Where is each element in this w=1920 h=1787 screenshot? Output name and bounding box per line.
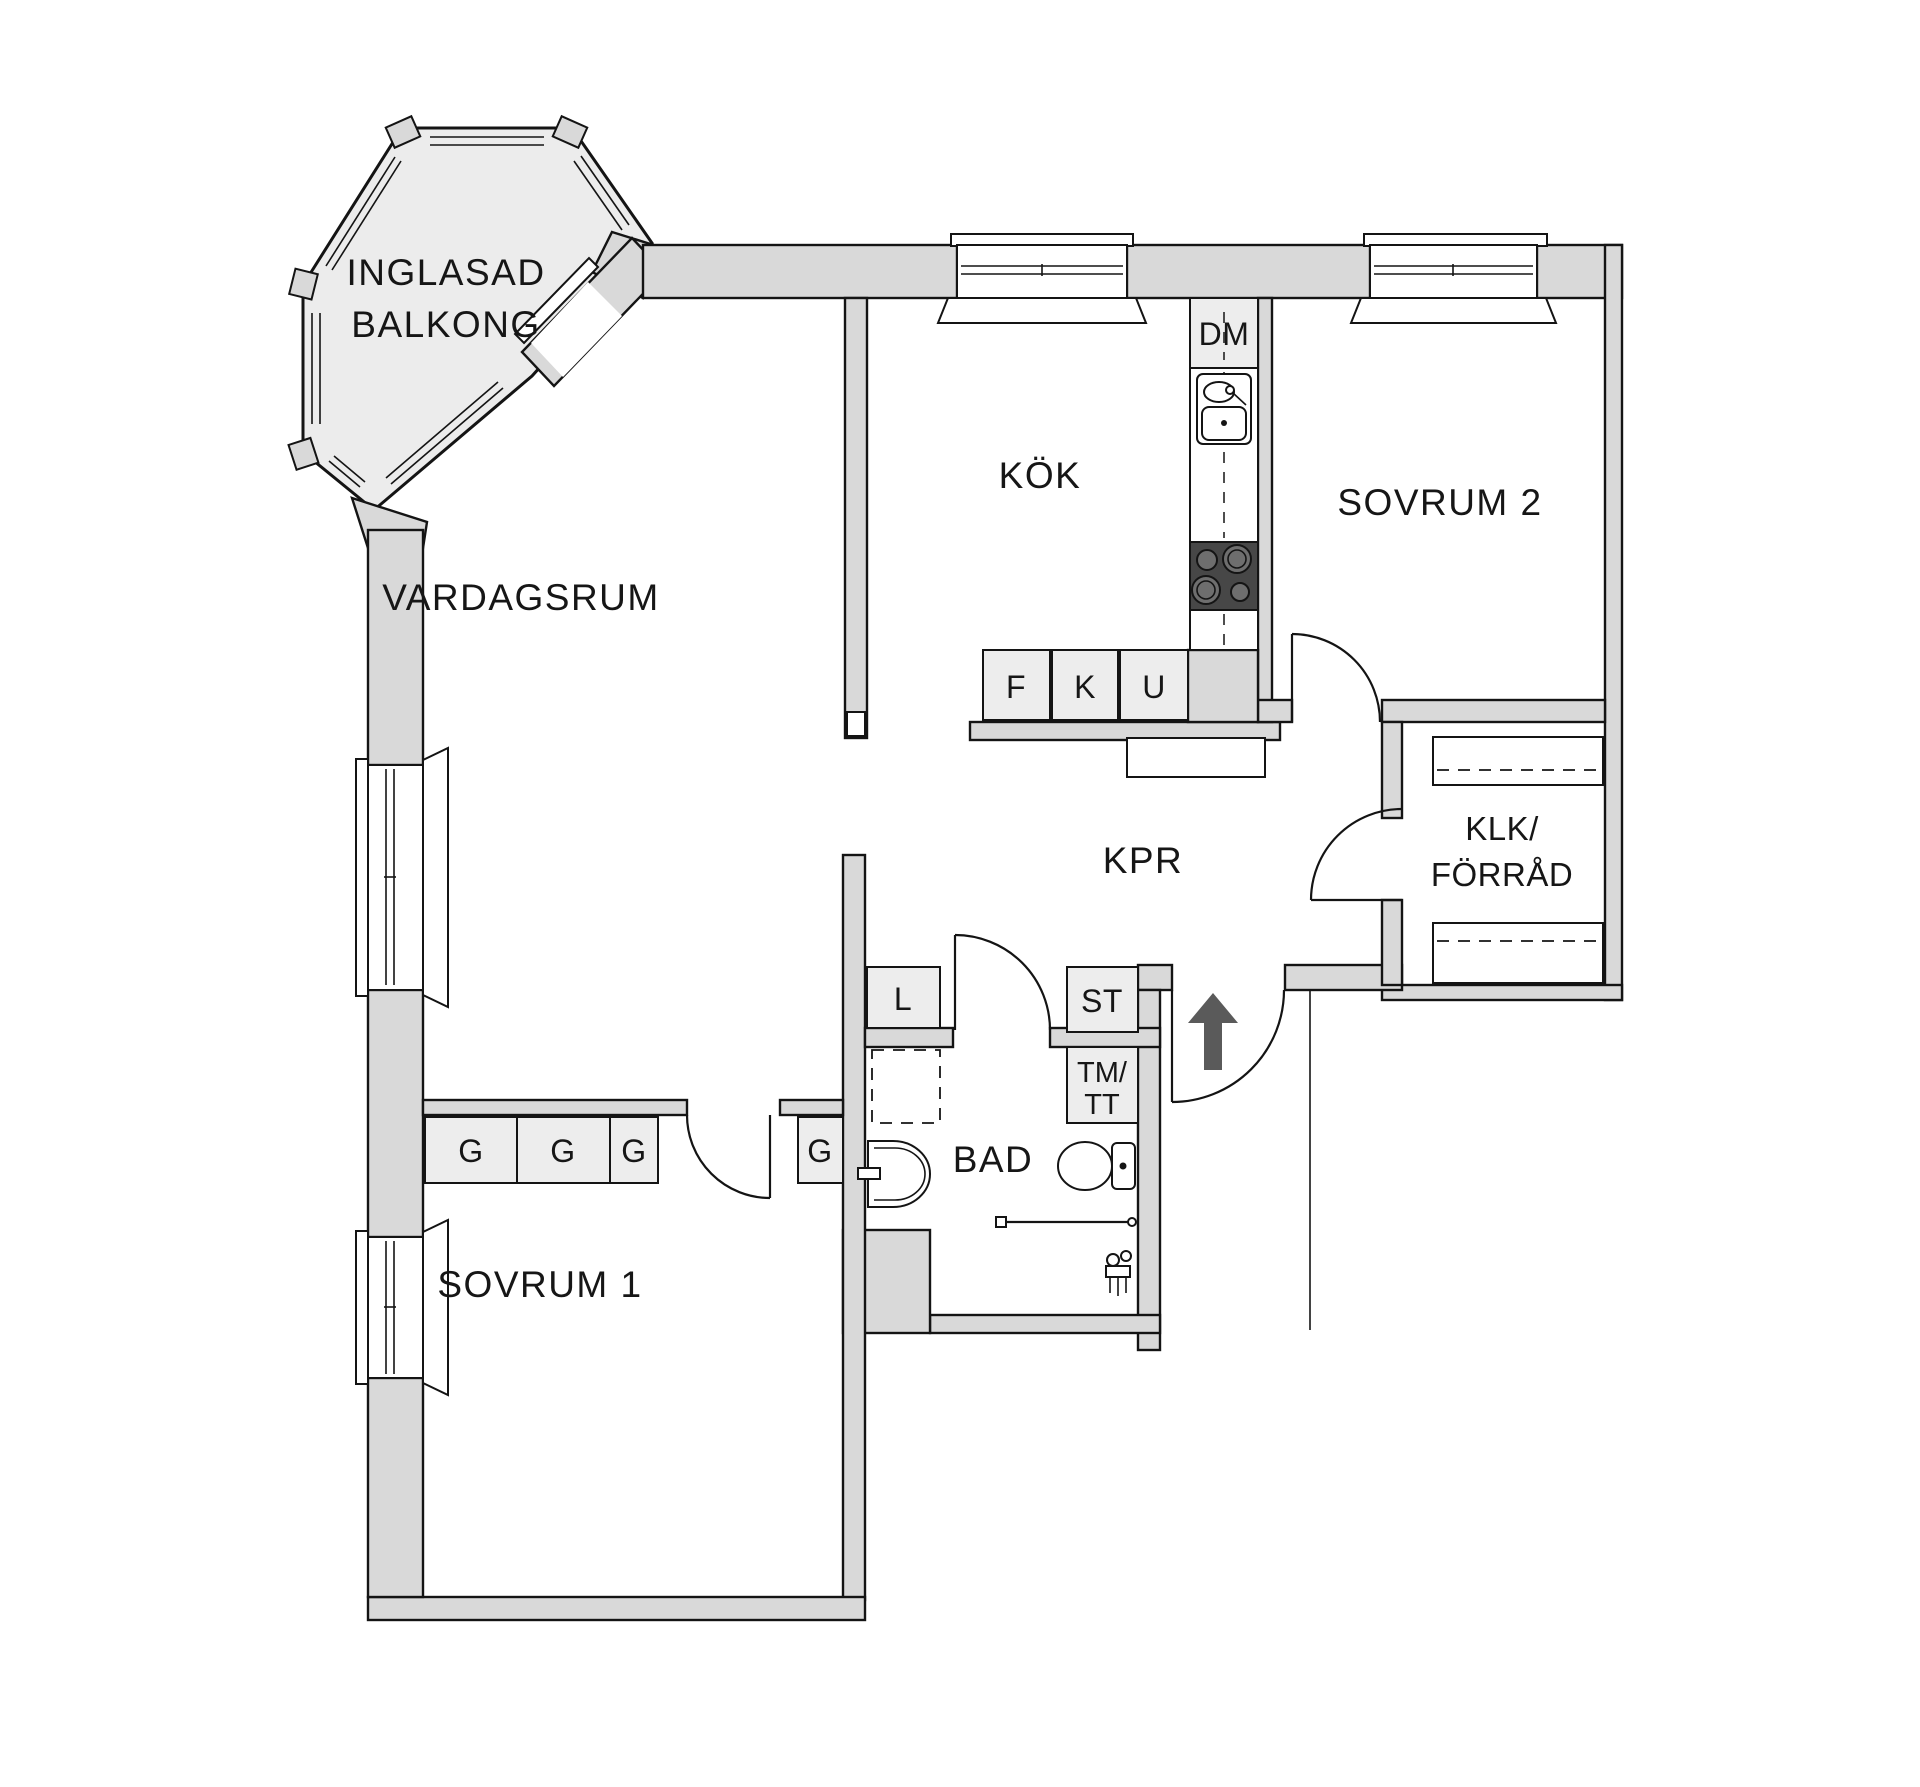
wardrobe-label: G bbox=[550, 1133, 575, 1169]
stove-icon bbox=[1189, 541, 1259, 611]
wall-end-cap bbox=[846, 711, 866, 737]
closet-label-line2: FÖRRÅD bbox=[1431, 856, 1573, 893]
freezer-label: F bbox=[1006, 669, 1026, 705]
kitchen-window bbox=[936, 233, 1148, 324]
bedroom1-door bbox=[685, 1114, 772, 1200]
bedroom1-window bbox=[355, 1218, 449, 1397]
hall-cabinets bbox=[424, 966, 1139, 1184]
balcony: INGLASAD BALKONG bbox=[287, 114, 666, 550]
klk-door bbox=[1309, 807, 1403, 902]
entry-arrow-icon bbox=[1188, 993, 1238, 1070]
appliance-reservation-dashed bbox=[871, 1049, 941, 1124]
washer-label-line2: TT bbox=[1084, 1089, 1120, 1121]
bedroom2-label: SOVRUM 2 bbox=[1337, 482, 1542, 523]
balcony-label-line2: BALKONG bbox=[351, 304, 540, 345]
balcony-corner-posts bbox=[287, 114, 589, 472]
fku-cabinets bbox=[982, 649, 1189, 721]
bedroom2-window bbox=[1349, 233, 1558, 324]
cleaning-label: ST bbox=[1081, 983, 1123, 1019]
corridor-label: KPR bbox=[1103, 840, 1184, 881]
walls bbox=[366, 243, 1624, 1622]
bath-label: BAD bbox=[953, 1139, 1034, 1180]
kitchen-sink-icon bbox=[1196, 373, 1252, 445]
klk-shelves bbox=[1432, 736, 1604, 984]
kitchen-counter-corner bbox=[1186, 648, 1260, 724]
kitchen-fittings: DM F bbox=[982, 297, 1266, 778]
bath-sink-icon bbox=[857, 1140, 931, 1208]
shower-mixer-icon bbox=[1105, 1250, 1132, 1296]
bath-door bbox=[953, 933, 1052, 1031]
wardrobe-label: G bbox=[621, 1133, 646, 1169]
doors bbox=[685, 632, 1403, 1200]
bathroom-fixtures bbox=[857, 1140, 1137, 1296]
closet-label-line1: KLK/ bbox=[1465, 810, 1539, 847]
wardrobe-box bbox=[797, 1116, 844, 1184]
balcony-door-leaf bbox=[513, 256, 600, 345]
wardrobe-box bbox=[516, 1116, 611, 1184]
kitchen-passthrough bbox=[1126, 737, 1266, 778]
fridge-label: K bbox=[1074, 669, 1096, 705]
linen-label: L bbox=[894, 981, 912, 1017]
balcony-label-line1: INGLASAD bbox=[346, 252, 545, 293]
bedroom2-door bbox=[1290, 632, 1382, 723]
toilet-icon bbox=[1057, 1141, 1136, 1191]
linen-box bbox=[866, 966, 941, 1029]
oven-label: U bbox=[1142, 669, 1166, 705]
balcony-floor bbox=[301, 126, 654, 512]
cleaning-box bbox=[1066, 966, 1139, 1033]
entry-door bbox=[1170, 989, 1286, 1104]
washer-label-line1: TM/ bbox=[1077, 1057, 1128, 1089]
wardrobe-label: G bbox=[807, 1133, 832, 1169]
livingroom-label: VARDAGSRUM bbox=[382, 577, 659, 618]
wardrobe-box bbox=[609, 1116, 659, 1184]
washer-box bbox=[1066, 1046, 1139, 1124]
livingroom-window bbox=[355, 746, 449, 1009]
wardrobe-label: G bbox=[458, 1133, 483, 1169]
balcony-glazing bbox=[311, 136, 630, 488]
kitchen-label: KÖK bbox=[999, 455, 1082, 496]
bedroom1-label: SOVRUM 1 bbox=[437, 1264, 642, 1305]
shower-rail bbox=[995, 1216, 1137, 1228]
balcony-door-opening bbox=[531, 282, 622, 377]
